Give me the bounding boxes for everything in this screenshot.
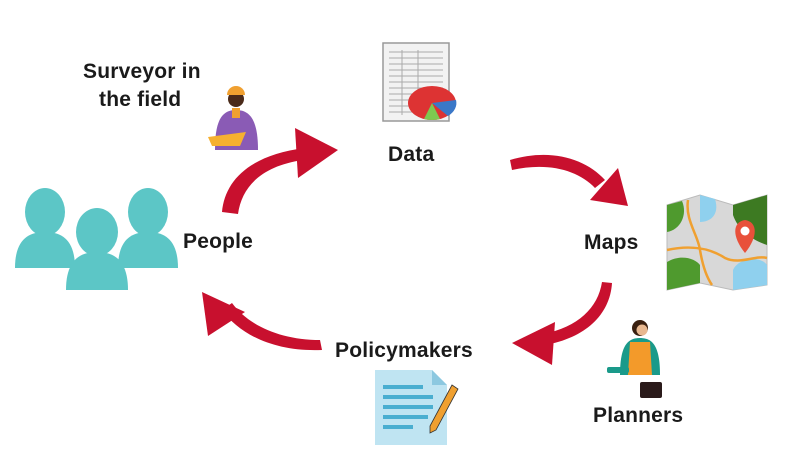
label-people: People: [183, 230, 254, 253]
arrow-data-to-maps: [510, 154, 628, 206]
spreadsheet-chart-icon: [382, 42, 457, 122]
label-surveyor-line1: Surveyor in: [83, 60, 201, 83]
label-planners: Planners: [593, 404, 684, 427]
map-icon: [666, 194, 768, 291]
arrow-maps-to-policymakers: [512, 282, 612, 365]
label-surveyor-line2: the field: [99, 88, 182, 112]
arrow-policymakers-to-people: [202, 292, 322, 351]
planner-icon: [607, 320, 662, 398]
label-surveyor: Surveyor in the field: [83, 58, 201, 115]
label-maps: Maps: [584, 231, 639, 254]
label-data: Data: [388, 143, 435, 166]
arrow-people-to-data: [222, 128, 338, 214]
document-pen-icon: [375, 370, 459, 445]
people-group-icon: [15, 188, 178, 290]
label-policymakers: Policymakers: [335, 339, 473, 362]
surveyor-icon: [208, 86, 258, 150]
